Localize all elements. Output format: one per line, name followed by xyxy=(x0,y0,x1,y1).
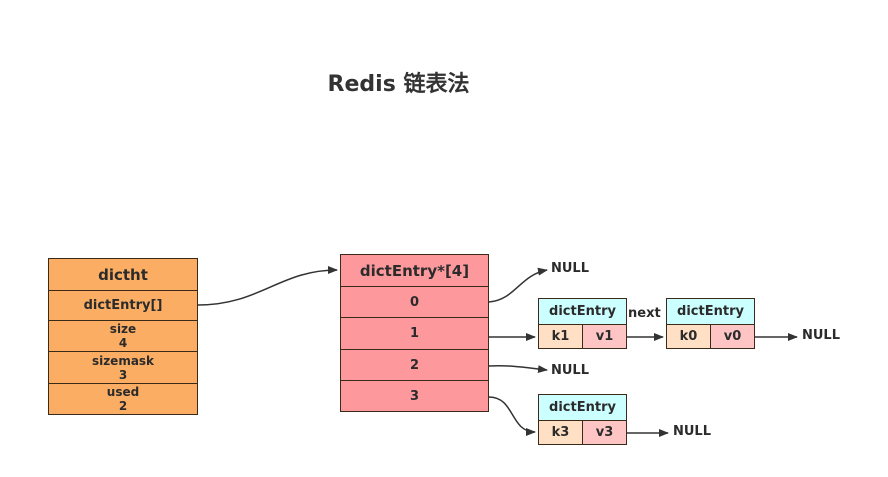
entry-value: v1 xyxy=(582,324,627,349)
used-label: used xyxy=(106,385,140,399)
dictht-header: dictht xyxy=(48,258,198,291)
bucket-0: 0 xyxy=(340,286,489,318)
null-label-chain-3: NULL xyxy=(673,424,712,439)
entry-value: v3 xyxy=(582,420,627,445)
entry-header: dictEntry xyxy=(538,394,627,421)
arrow-bucket-2-null xyxy=(488,365,548,374)
null-label-bucket-2: NULL xyxy=(551,363,590,378)
entry-key: k0 xyxy=(666,324,711,349)
entry-key: k3 xyxy=(538,420,583,445)
diagram-title: Redis 链表法 xyxy=(327,72,470,97)
entry-value: v0 xyxy=(710,324,755,349)
null-label-bucket-0: NULL xyxy=(551,261,590,276)
arrow-bucket-3-entry xyxy=(488,396,536,436)
arrow-bucket-0-null xyxy=(488,267,548,303)
next-pointer-label: next xyxy=(628,306,661,321)
dictht-size-field: size 4 xyxy=(48,320,198,352)
sizemask-label: sizemask xyxy=(91,353,155,368)
arrow-table-to-buckets xyxy=(197,266,338,306)
entry-header: dictEntry xyxy=(666,298,755,325)
used-value: 2 xyxy=(118,399,128,413)
size-value: 4 xyxy=(118,336,128,350)
null-label-chain-1: NULL xyxy=(802,328,841,343)
bucket-3: 3 xyxy=(340,380,489,412)
bucket-2: 2 xyxy=(340,349,489,381)
bucket-1: 1 xyxy=(340,317,489,350)
dictht-used-field: used 2 xyxy=(48,383,198,415)
dictht-sizemask-field: sizemask 3 xyxy=(48,351,198,384)
size-label: size xyxy=(109,322,137,336)
sizemask-value: 3 xyxy=(118,367,128,382)
entry-header: dictEntry xyxy=(538,298,627,325)
